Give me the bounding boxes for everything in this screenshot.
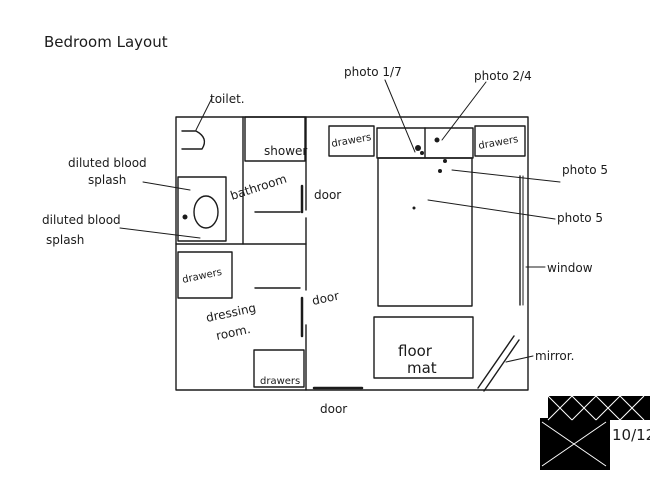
label-splash-1-line2: splash [88, 173, 126, 187]
leader-splash-2 [119, 227, 201, 239]
bed [377, 157, 473, 307]
label-splash-2-line2: splash [46, 233, 84, 247]
leader-toilet [195, 97, 213, 131]
label-door-dressing: door [311, 289, 341, 308]
floor-mat-box [373, 316, 474, 379]
blood-mark [443, 159, 447, 163]
label-door-bathroom: door [314, 188, 341, 202]
page-number: 10/12 [612, 426, 650, 444]
label-splash-2-line1: diluted blood [42, 213, 121, 227]
redaction-box [540, 418, 610, 470]
blood-mark [420, 151, 424, 155]
redaction-pattern-box [541, 421, 607, 467]
label-drawers-top-right: drawers [478, 134, 520, 152]
redaction-block [540, 395, 650, 470]
label-bathroom: bathroom [229, 172, 289, 203]
label-drawers-top-left: drawers [331, 132, 373, 150]
bathroom-basin [193, 195, 219, 229]
blood-mark [438, 169, 442, 173]
label-mirror: mirror. [535, 349, 574, 363]
label-dressing-line1: dressing [205, 301, 258, 325]
label-door-entrance: door [320, 402, 347, 416]
drawers-top-left-box [328, 125, 375, 157]
blood-mark [182, 214, 188, 220]
label-toilet: toilet. [210, 92, 245, 106]
label-window: window [547, 261, 593, 275]
mirror-line-a [477, 335, 515, 389]
label-photo-5-a: photo 5 [562, 163, 608, 177]
drawers-top-right-box [474, 125, 526, 157]
leader-photo-5-a [451, 169, 561, 183]
bathroom-fixture [177, 176, 227, 242]
blood-mark [415, 145, 421, 151]
label-shower: shower [264, 144, 307, 158]
leader-photo-5-b [427, 199, 556, 220]
leader-splash-1 [142, 181, 191, 191]
shower-box [244, 116, 306, 162]
redaction-strip [548, 396, 650, 420]
drawers-left-box [177, 251, 233, 299]
label-floor-mat-line2: mat [407, 359, 437, 377]
label-drawers-bottom: drawers [260, 376, 300, 387]
label-floor-mat-line1: floor [398, 342, 433, 360]
label-drawers-left: drawers [181, 267, 223, 286]
leader-mirror [505, 355, 534, 363]
drawers-bottom-box [253, 349, 305, 388]
leader-photo-1-7 [384, 79, 416, 153]
toilet-shape [181, 130, 206, 150]
label-photo-2-4: photo 2/4 [474, 69, 532, 83]
label-splash-1-line1: diluted blood [68, 156, 147, 170]
diagram-title: Bedroom Layout [44, 33, 168, 51]
outer-wall [175, 116, 529, 391]
blood-mark [434, 137, 440, 143]
label-dressing-line2: room. [215, 322, 252, 343]
leader-photo-2-4 [441, 81, 487, 141]
label-photo-1-7: photo 1/7 [344, 65, 402, 79]
mirror-line-b [483, 339, 520, 392]
blood-mark [412, 206, 416, 210]
redaction-pattern-top [547, 395, 645, 421]
label-photo-5-b: photo 5 [557, 211, 603, 225]
